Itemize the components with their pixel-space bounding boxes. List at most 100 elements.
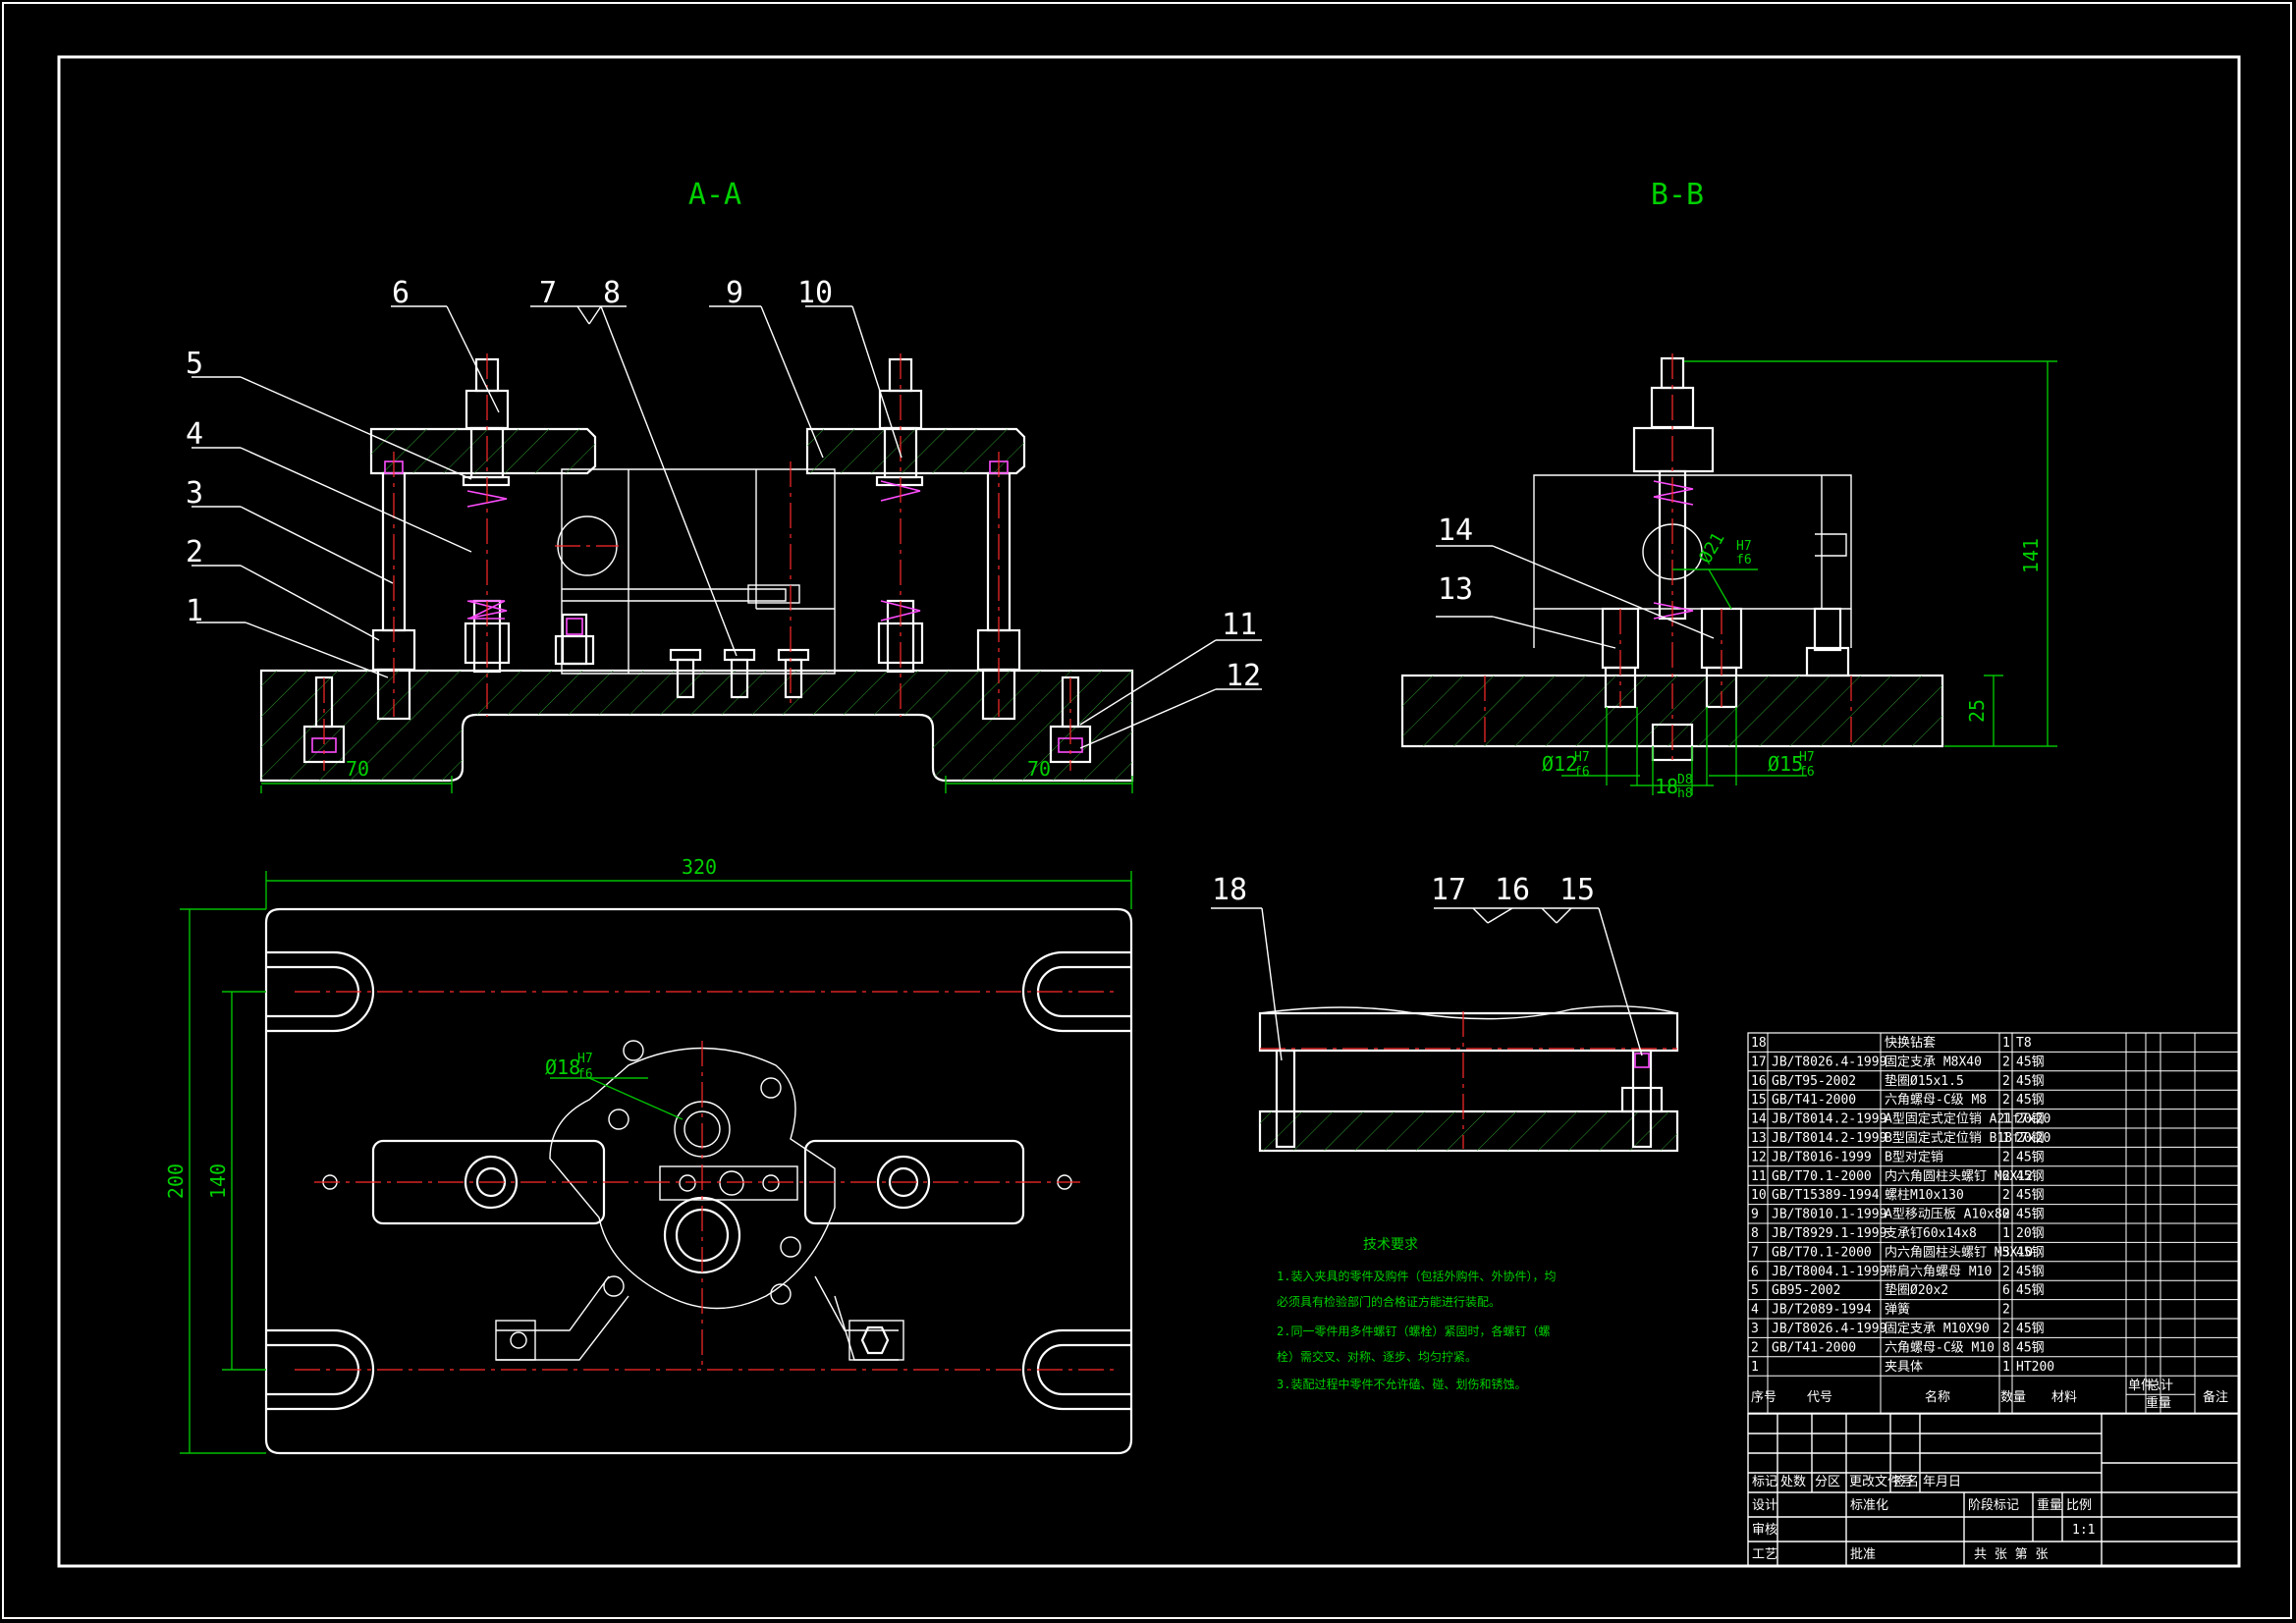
parts-row-6-material: 45钢 bbox=[2016, 1265, 2045, 1279]
dim-plan-bore-fit-top: H7 bbox=[577, 1052, 593, 1066]
parts-header-name: 名称 bbox=[1925, 1389, 1950, 1405]
parts-row-18-no: 18 bbox=[1751, 1036, 1767, 1051]
balloon-18: 18 bbox=[1212, 873, 1247, 907]
parts-header-code: 代号 bbox=[1807, 1390, 1832, 1405]
parts-row-8-code: JB/T8929.1-1999 bbox=[1772, 1226, 1886, 1241]
parts-row-17-qty: 2 bbox=[2002, 1055, 2010, 1069]
parts-row-5-code: GB95-2002 bbox=[1772, 1283, 1840, 1298]
section-aa-title: A-A bbox=[688, 178, 741, 212]
balloon-10: 10 bbox=[797, 276, 833, 310]
parts-row-4-name: 弹簧 bbox=[1885, 1302, 1910, 1318]
parts-row-11-code: GB/T70.1-2000 bbox=[1772, 1169, 1872, 1184]
dim-plan-slot-span: 140 bbox=[206, 1163, 230, 1199]
tb-zone: 分区 bbox=[1815, 1475, 1840, 1489]
dim-bb-bore-top-fit-top: H7 bbox=[1736, 539, 1752, 554]
parts-row-11-name: 内六角圆柱头螺钉 M6X12 bbox=[1885, 1168, 2033, 1184]
tb-sheets: 共 张 第 张 bbox=[1974, 1547, 2048, 1562]
parts-row-13-no: 13 bbox=[1751, 1131, 1767, 1146]
balloon-5: 5 bbox=[186, 347, 203, 381]
parts-row-15-code: GB/T41-2000 bbox=[1772, 1093, 1856, 1108]
parts-row-17-name: 固定支承 M8X40 bbox=[1885, 1055, 1982, 1069]
parts-row-18-material: T8 bbox=[2016, 1036, 2032, 1051]
parts-row-3-no: 3 bbox=[1751, 1322, 1759, 1336]
parts-row-17-code: JB/T8026.4-1999 bbox=[1772, 1055, 1886, 1069]
parts-row-6-qty: 2 bbox=[2002, 1265, 2010, 1279]
balloon-17: 17 bbox=[1431, 873, 1466, 907]
parts-row-10-material: 45钢 bbox=[2016, 1188, 2045, 1203]
dim-bb-base: 25 bbox=[1965, 699, 1989, 723]
tb-date: 年月日 bbox=[1923, 1475, 1961, 1489]
parts-row-14-qty: 1 bbox=[2002, 1112, 2010, 1127]
parts-header-qty: 数量 bbox=[2000, 1390, 2026, 1405]
dim-bb-bore-center-fit-top: D8 bbox=[1677, 773, 1693, 787]
parts-row-8-material: 20钢 bbox=[2016, 1226, 2045, 1241]
parts-row-11-material: 45钢 bbox=[2016, 1169, 2045, 1184]
parts-row-4-qty: 2 bbox=[2002, 1303, 2010, 1318]
parts-row-2-code: GB/T41-2000 bbox=[1772, 1340, 1856, 1355]
parts-row-2-name: 六角螺母-C级 M10 bbox=[1885, 1340, 1995, 1355]
parts-row-10-qty: 2 bbox=[2002, 1188, 2010, 1203]
balloon-16: 16 bbox=[1495, 873, 1530, 907]
parts-row-8-no: 8 bbox=[1751, 1226, 1759, 1241]
parts-row-11-no: 11 bbox=[1751, 1169, 1767, 1184]
parts-row-18-name: 快换钻套 bbox=[1885, 1035, 1936, 1051]
dim-bb-bore-center: 18 bbox=[1655, 775, 1678, 798]
parts-row-9-material: 45钢 bbox=[2016, 1208, 2045, 1222]
parts-row-12-material: 45钢 bbox=[2016, 1150, 2045, 1164]
parts-row-10-name: 螺柱M10x130 bbox=[1885, 1188, 1964, 1203]
parts-row-2-material: 45钢 bbox=[2016, 1340, 2045, 1355]
tb-weight: 重量 bbox=[2037, 1497, 2062, 1513]
tb-count: 处数 bbox=[1780, 1475, 1806, 1489]
parts-header-total-weight: 总计 bbox=[2148, 1379, 2173, 1393]
parts-row-2-no: 2 bbox=[1751, 1340, 1759, 1355]
parts-row-11-qty: 2 bbox=[2002, 1169, 2010, 1184]
balloon-1: 1 bbox=[186, 594, 203, 628]
dim-aa-right: 70 bbox=[1027, 757, 1051, 781]
parts-row-15-material: 45钢 bbox=[2016, 1093, 2045, 1108]
parts-row-14-material: 20钢 bbox=[2016, 1112, 2045, 1127]
parts-row-13-material: 20钢 bbox=[2016, 1131, 2045, 1146]
parts-row-12-name: B型对定销 bbox=[1885, 1150, 1943, 1164]
parts-header-no: 序号 bbox=[1751, 1390, 1777, 1405]
parts-row-7-material: 45钢 bbox=[2016, 1245, 2045, 1260]
parts-row-3-qty: 2 bbox=[2002, 1322, 2010, 1336]
balloon-8: 8 bbox=[603, 276, 621, 310]
tb-review: 审核 bbox=[1752, 1523, 1777, 1538]
dim-bb-bore-left-fit-top: H7 bbox=[1574, 750, 1590, 765]
parts-header-unit-weight: 单件 bbox=[2128, 1379, 2154, 1393]
parts-row-16-code: GB/T95-2002 bbox=[1772, 1074, 1856, 1089]
dim-bb-bore-right-fit-bot: f6 bbox=[1799, 765, 1815, 780]
parts-row-15-qty: 2 bbox=[2002, 1093, 2010, 1108]
balloon-14: 14 bbox=[1438, 514, 1473, 548]
dim-bb-height: 141 bbox=[2019, 538, 2043, 573]
parts-row-12-no: 12 bbox=[1751, 1150, 1767, 1164]
parts-row-6-code: JB/T8004.1-1999 bbox=[1772, 1265, 1886, 1279]
parts-row-15-no: 15 bbox=[1751, 1093, 1767, 1108]
notes-line-3: 2.同一零件用多件螺钉（螺栓）紧固时，各螺钉（螺 bbox=[1277, 1324, 1550, 1338]
parts-row-4-no: 4 bbox=[1751, 1303, 1759, 1318]
balloon-12: 12 bbox=[1226, 659, 1261, 693]
balloon-4: 4 bbox=[186, 417, 203, 452]
tb-scale: 比例 bbox=[2066, 1498, 2092, 1513]
balloon-6: 6 bbox=[392, 276, 410, 310]
parts-row-1-no: 1 bbox=[1751, 1360, 1759, 1375]
parts-row-8-name: 支承钉60x14x8 bbox=[1885, 1226, 1977, 1241]
tb-mark: 标记 bbox=[1752, 1475, 1777, 1489]
parts-row-13-qty: 1 bbox=[2002, 1131, 2010, 1146]
tb-design: 设计 bbox=[1752, 1498, 1777, 1513]
parts-row-14-name: A型固定式定位销 A21f7x20 bbox=[1885, 1112, 2050, 1127]
parts-row-13-code: JB/T8014.2-1999 bbox=[1772, 1131, 1886, 1146]
dim-bb-bore-right-fit-top: H7 bbox=[1799, 750, 1815, 765]
balloon-3: 3 bbox=[186, 476, 203, 511]
parts-row-5-no: 5 bbox=[1751, 1283, 1759, 1298]
parts-row-12-qty: 2 bbox=[2002, 1150, 2010, 1164]
parts-row-10-code: GB/T15389-1994 bbox=[1772, 1188, 1880, 1203]
plan-view: 320 200 140 Ø18 H7 f6 bbox=[164, 855, 1133, 1455]
parts-row-7-code: GB/T70.1-2000 bbox=[1772, 1245, 1872, 1260]
parts-row-16-material: 45钢 bbox=[2016, 1074, 2045, 1089]
balloon-2: 2 bbox=[186, 535, 203, 569]
dim-plan-height: 200 bbox=[164, 1163, 188, 1199]
balloon-7: 7 bbox=[539, 276, 557, 310]
